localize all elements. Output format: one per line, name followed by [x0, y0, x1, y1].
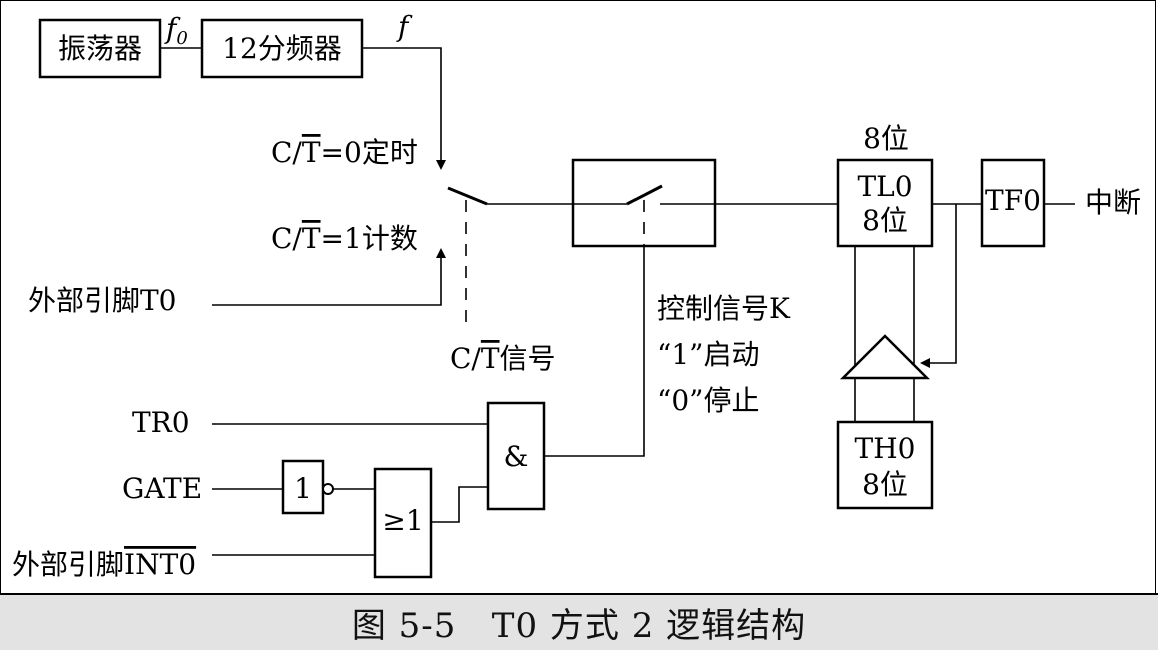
control-switch [626, 184, 663, 206]
tl0-box [836, 158, 934, 248]
tl0-bits: 8位 [862, 204, 908, 237]
ext-int0-label: 外部引脚INT0 [12, 548, 196, 581]
th0-box [836, 420, 934, 510]
and-gate-label: & [504, 440, 529, 473]
start-label: “1”启动 [657, 338, 759, 371]
control-k-label: 控制信号K [657, 292, 791, 325]
tf0-label: TF0 [985, 184, 1041, 217]
divider-label: 12分频器 [222, 32, 342, 65]
tl0-name: TL0 [857, 170, 912, 203]
f-label: f [396, 10, 413, 43]
interrupt-label: 中断 [1085, 186, 1141, 219]
reload-wire [920, 204, 957, 368]
ext-t0-label: 外部引脚T0 [28, 284, 177, 317]
oscillator-label: 振荡器 [58, 32, 142, 65]
tr0-label: TR0 [132, 406, 190, 439]
ct-signal-label: C/T信号 [450, 342, 556, 375]
not-gate-label: 1 [294, 472, 312, 505]
ct1-label: C/T=1计数 [271, 222, 418, 255]
th0-name: TH0 [855, 432, 916, 465]
or-gate-label: ≥1 [382, 504, 423, 537]
stop-label: “0”停止 [657, 384, 759, 417]
reload-buffer [839, 334, 931, 380]
f-wire [362, 47, 446, 170]
logic-diagram: 振荡器 f0 12分频器 f C/T=0定时 C/T=1计数 外部引脚T0 C/… [12, 10, 1141, 581]
or-out-wire [431, 486, 488, 523]
tf0-box [980, 158, 1046, 248]
th0-bits: 8位 [862, 468, 908, 501]
gate-label: GATE [122, 472, 202, 505]
tl0-top-label: 8位 [863, 122, 909, 155]
t0-wire [212, 248, 446, 306]
figure-caption: 图 5-5 T0 方式 2 逻辑结构 [351, 606, 807, 646]
ct0-label: C/T=0定时 [271, 136, 418, 169]
or-gate-box [373, 467, 433, 579]
caption-bar: 图 5-5 T0 方式 2 逻辑结构 [0, 593, 1158, 650]
not-bubble [322, 483, 334, 495]
control-k-wire [544, 246, 645, 457]
f0-label: f0 [164, 12, 188, 49]
ct-switch [447, 186, 488, 206]
